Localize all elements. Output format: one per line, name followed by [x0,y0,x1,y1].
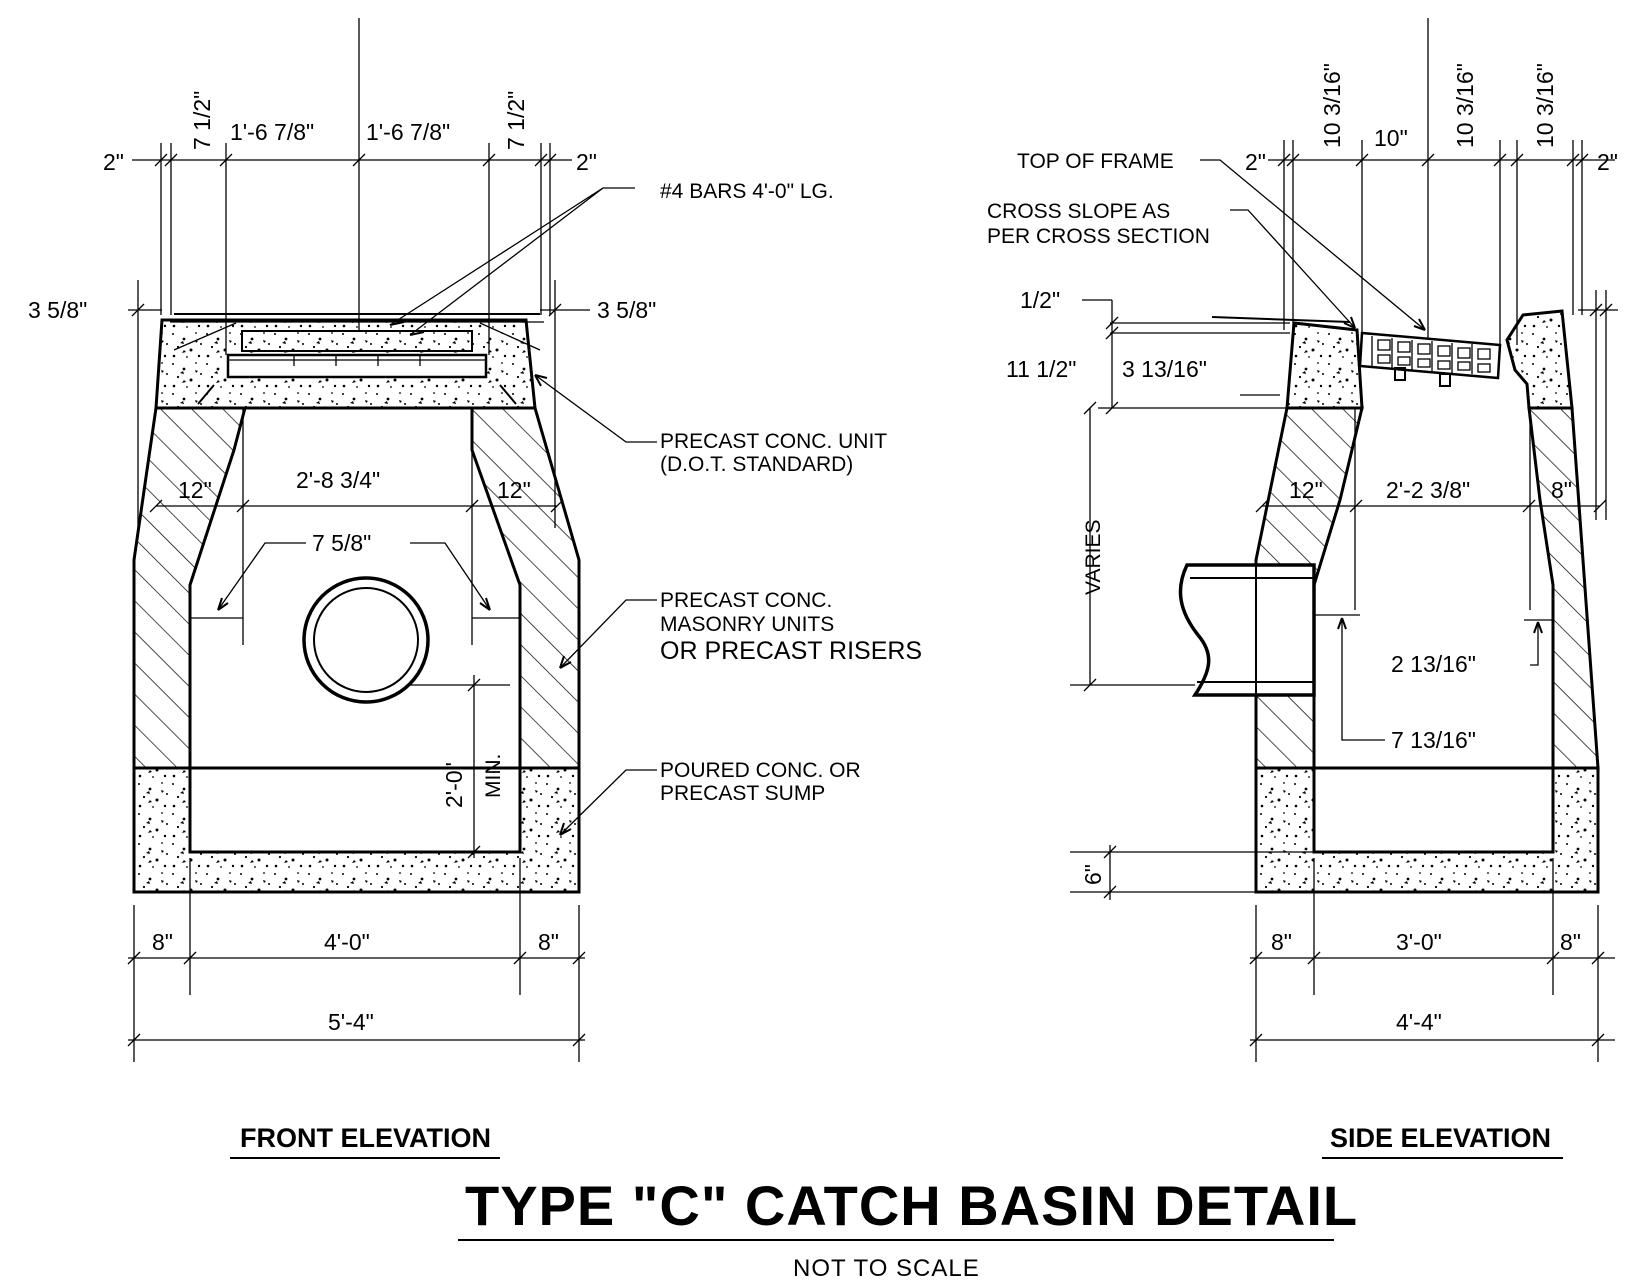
side-dim-varies: VARIES [1082,520,1105,595]
front-note-masonry-2: MASONRY UNITS [660,613,834,636]
side-pipe [1178,563,1316,697]
front-pipe-outer [302,576,430,704]
side-dim-half: 1/2" [1020,287,1060,313]
front-dim-sump-depth: 2'-0" [441,762,467,808]
front-dim-2in-right: 2" [576,149,597,175]
side-dim-three-1316: 3 13/16" [1122,356,1207,382]
front-dim-sump-min: MIN. [482,754,505,798]
side-elevation [1070,18,1618,1062]
side-dim-wall-right: 8" [1551,477,1572,503]
front-dim-half-left: 1'-6 7/8" [230,119,314,145]
front-pipe-inner [313,587,419,693]
side-dim-ten-316-b: 10 3/16" [1452,63,1478,148]
front-elevation [127,18,657,1062]
side-dim-wall-left: 12" [1289,477,1323,503]
front-note-masonry-3: OR PRECAST RISERS [660,637,922,665]
side-dim-bottom-wall-right: 8" [1560,929,1581,955]
drawing-title: TYPE "C" CATCH BASIN DETAIL [465,1174,1358,1237]
side-dim-eleven-half: 11 1/2" [1006,356,1076,382]
front-dim-7half-right: 7 1/2" [503,91,529,150]
side-dim-two-1316: 2 13/16" [1391,651,1476,677]
front-dim-2in-left: 2" [103,149,124,175]
side-dim-seven-1316: 7 13/16" [1391,727,1476,753]
front-dim-bottom-wall-left: 8" [152,929,173,955]
side-dim-inside-width: 3'-0" [1396,929,1442,955]
front-dim-358-right: 3 5/8" [597,297,656,323]
front-elevation-title: FRONT ELEVATION [240,1123,491,1153]
side-note-top-of-frame: TOP OF FRAME [1017,150,1174,173]
front-dim-half-right: 1'-6 7/8" [366,119,450,145]
front-note-bars: #4 BARS 4'-0" LG. [660,180,834,203]
front-wall-left-hatch [132,406,247,770]
front-dim-7half-left: 7 1/2" [189,91,215,150]
front-wall-right-hatch [470,406,581,770]
front-note-sump-1: POURED CONC. OR [660,759,861,782]
side-top-left-unit [1285,321,1364,410]
drawing-subtitle: NOT TO SCALE [793,1255,980,1282]
side-dim-overall-width: 4'-4" [1396,1009,1442,1035]
side-elevation-title: SIDE ELEVATION [1330,1123,1551,1153]
front-note-precast-unit-2: (D.O.T. STANDARD) [660,453,853,476]
front-dim-offset: 7 5/8" [312,530,371,556]
side-note-cross-slope-2: PER CROSS SECTION [987,225,1210,248]
front-dim-inside-width: 4'-0" [324,929,370,955]
side-sump [1254,766,1600,894]
side-dim-ten: 10" [1374,125,1408,151]
side-top-right-unit [1505,309,1574,410]
side-grate [1358,331,1502,387]
front-dim-wall-right: 12" [497,477,531,503]
front-dim-358-left: 3 5/8" [28,297,87,323]
side-dim-ten-316-a: 10 3/16" [1319,63,1345,148]
front-dim-overall-width: 5'-4" [328,1009,374,1035]
side-dim-opening: 2'-2 3/8" [1386,477,1470,503]
side-dim-2in-left: 2" [1245,149,1266,175]
front-note-masonry-1: PRECAST CONC. [660,589,832,612]
side-dim-2in-right: 2" [1597,149,1618,175]
front-sump [132,766,581,894]
side-dim-ten-316-c: 10 3/16" [1532,63,1558,148]
front-dim-wall-left: 12" [178,477,212,503]
side-note-cross-slope-1: CROSS SLOPE AS [987,200,1170,223]
front-note-sump-2: PRECAST SUMP [660,782,825,805]
side-wall-right-hatch [1527,406,1600,770]
side-dim-six: 6" [1080,864,1106,885]
front-note-precast-unit-1: PRECAST CONC. UNIT [660,430,887,453]
front-dim-opening: 2'-8 3/4" [296,467,380,493]
side-dim-bottom-wall-left: 8" [1271,929,1292,955]
front-dim-bottom-wall-right: 8" [538,929,559,955]
